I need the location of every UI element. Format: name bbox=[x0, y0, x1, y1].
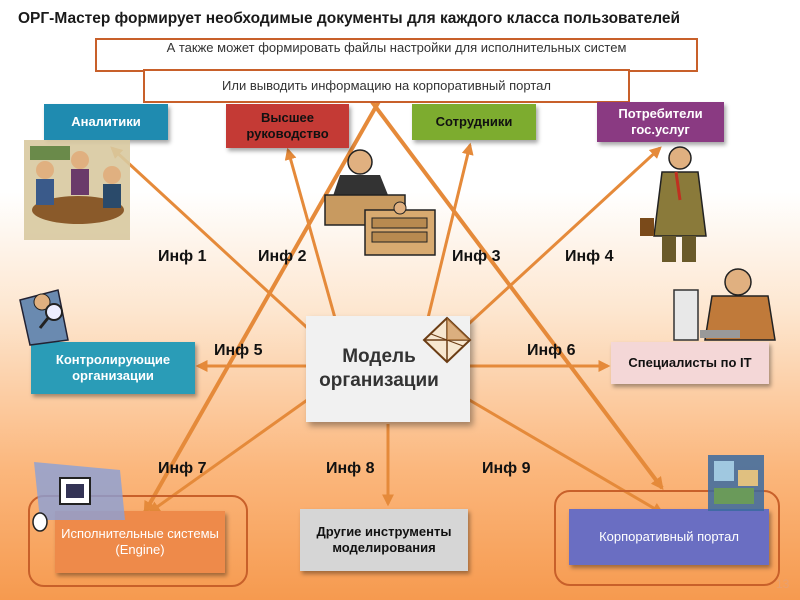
frame-portal bbox=[554, 490, 780, 586]
flow-label-3: Инф 3 bbox=[452, 248, 501, 265]
flow-label-9: Инф 9 bbox=[482, 460, 531, 477]
center-node-text: Модель организации bbox=[319, 346, 439, 391]
note-settings-files: А также может формировать файлы настройк… bbox=[95, 38, 698, 72]
slide-title: ОРГ-Мастер формирует необходимые докумен… bbox=[18, 10, 681, 27]
arrow-inf3 bbox=[426, 142, 474, 319]
flow-label-2: Инф 2 bbox=[258, 248, 307, 265]
note-portal-output-text: Или выводить информацию на корпоративный… bbox=[222, 78, 551, 93]
note-settings-files-text: А также может формировать файлы настройк… bbox=[166, 40, 627, 55]
node-corporate-portal: Корпоративный портал bbox=[569, 509, 769, 565]
flow-label-7: Инф 7 bbox=[158, 460, 207, 477]
frame-engine bbox=[28, 495, 248, 587]
node-engine-systems: Исполнительные системы (Engine) bbox=[55, 511, 225, 573]
arrow-portal-to-portal bbox=[370, 100, 664, 491]
flow-label-8: Инф 8 bbox=[326, 460, 375, 477]
arrow-inf7 bbox=[148, 396, 311, 514]
flow-label-1: Инф 1 bbox=[158, 248, 207, 265]
flow-label-4: Инф 4 bbox=[565, 248, 614, 265]
arrow-inf9 bbox=[465, 396, 665, 515]
node-employees: Сотрудники bbox=[412, 104, 536, 140]
arrow-inf1 bbox=[110, 146, 317, 337]
flow-label-5: Инф 5 bbox=[214, 342, 263, 359]
node-control-organizations: Контролирующие организации bbox=[31, 342, 195, 394]
arrow-inf4 bbox=[460, 146, 662, 332]
arrow-inf2 bbox=[284, 147, 337, 319]
node-analysts: Аналитики bbox=[44, 104, 168, 140]
node-public-service-consumers: Потребители гос.услуг bbox=[597, 102, 724, 142]
page-number: 13 bbox=[776, 577, 790, 591]
note-portal-output: Или выводить информацию на корпоративный… bbox=[143, 69, 630, 103]
node-top-management: Высшее руководство bbox=[226, 104, 349, 148]
node-it-specialists: Специалисты по IT bbox=[611, 342, 769, 384]
center-node-organization-model: Модель организации bbox=[306, 316, 470, 422]
node-other-modeling-tools: Другие инструменты моделирования bbox=[300, 509, 468, 571]
flow-label-6: Инф 6 bbox=[527, 342, 576, 359]
